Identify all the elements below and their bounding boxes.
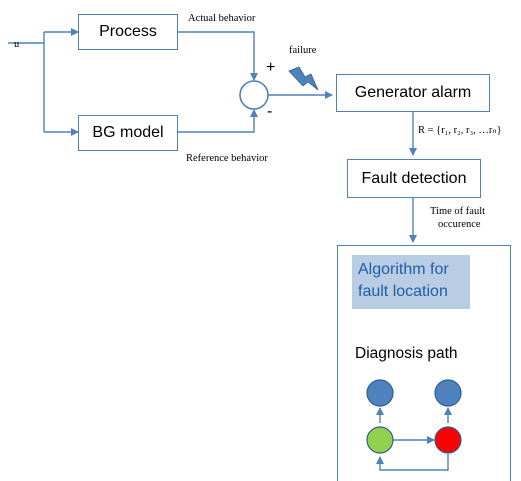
edge-red-loop-to-green <box>376 454 449 471</box>
node-blue-right <box>434 379 462 407</box>
algorithm-line2: fault location <box>358 282 448 300</box>
residuals-label: R = {r₁, r₂, r₃, …rₙ} <box>418 125 502 136</box>
actual-behavior-label: Actual behavior <box>188 13 256 24</box>
reference-behavior-label: Reference behavior <box>186 153 268 164</box>
lightning-bolt-icon <box>288 66 319 91</box>
plus-sign: + <box>266 59 276 76</box>
node-green <box>366 426 394 454</box>
node-blue-left <box>366 379 394 407</box>
input-label: u <box>14 39 20 50</box>
generator-alarm-box: Generator alarm <box>336 74 490 112</box>
summing-junction <box>239 80 269 110</box>
actual-behavior-line <box>178 31 258 81</box>
algorithm-line1: Algorithm for <box>358 261 449 278</box>
reference-behavior-line <box>178 109 258 133</box>
fault-detection-box: Fault detection <box>347 159 481 198</box>
failure-label: failure <box>289 45 317 56</box>
minus-sign: - <box>267 103 273 120</box>
bg-model-box: BG model <box>78 115 178 151</box>
time-of-fault-line2: occurence <box>438 219 481 230</box>
fault-location-panel <box>337 245 511 481</box>
time-of-fault-line1: Time of fault <box>430 206 486 217</box>
process-box: Process <box>78 14 178 50</box>
algorithm-box: Algorithm for fault location <box>352 255 470 309</box>
node-red <box>434 426 462 454</box>
diagnosis-path-label: Diagnosis path <box>355 345 458 362</box>
